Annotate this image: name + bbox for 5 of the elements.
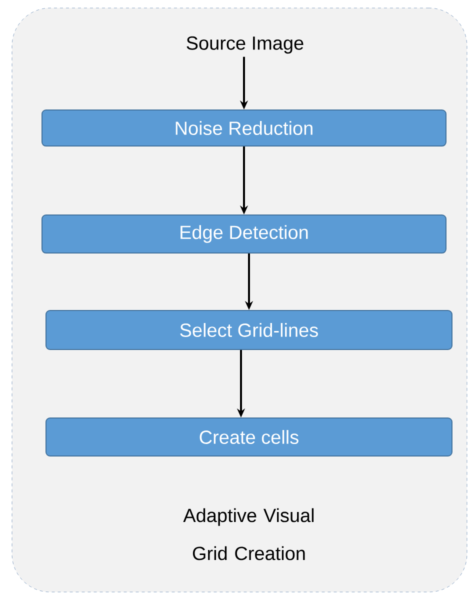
process-box: Edge Detection <box>42 214 446 254</box>
process-box: Noise Reduction <box>42 110 446 146</box>
process-box: Select Grid-lines <box>46 310 452 350</box>
process-box: Create cells <box>46 418 452 456</box>
input-label: Source Image <box>186 36 304 54</box>
